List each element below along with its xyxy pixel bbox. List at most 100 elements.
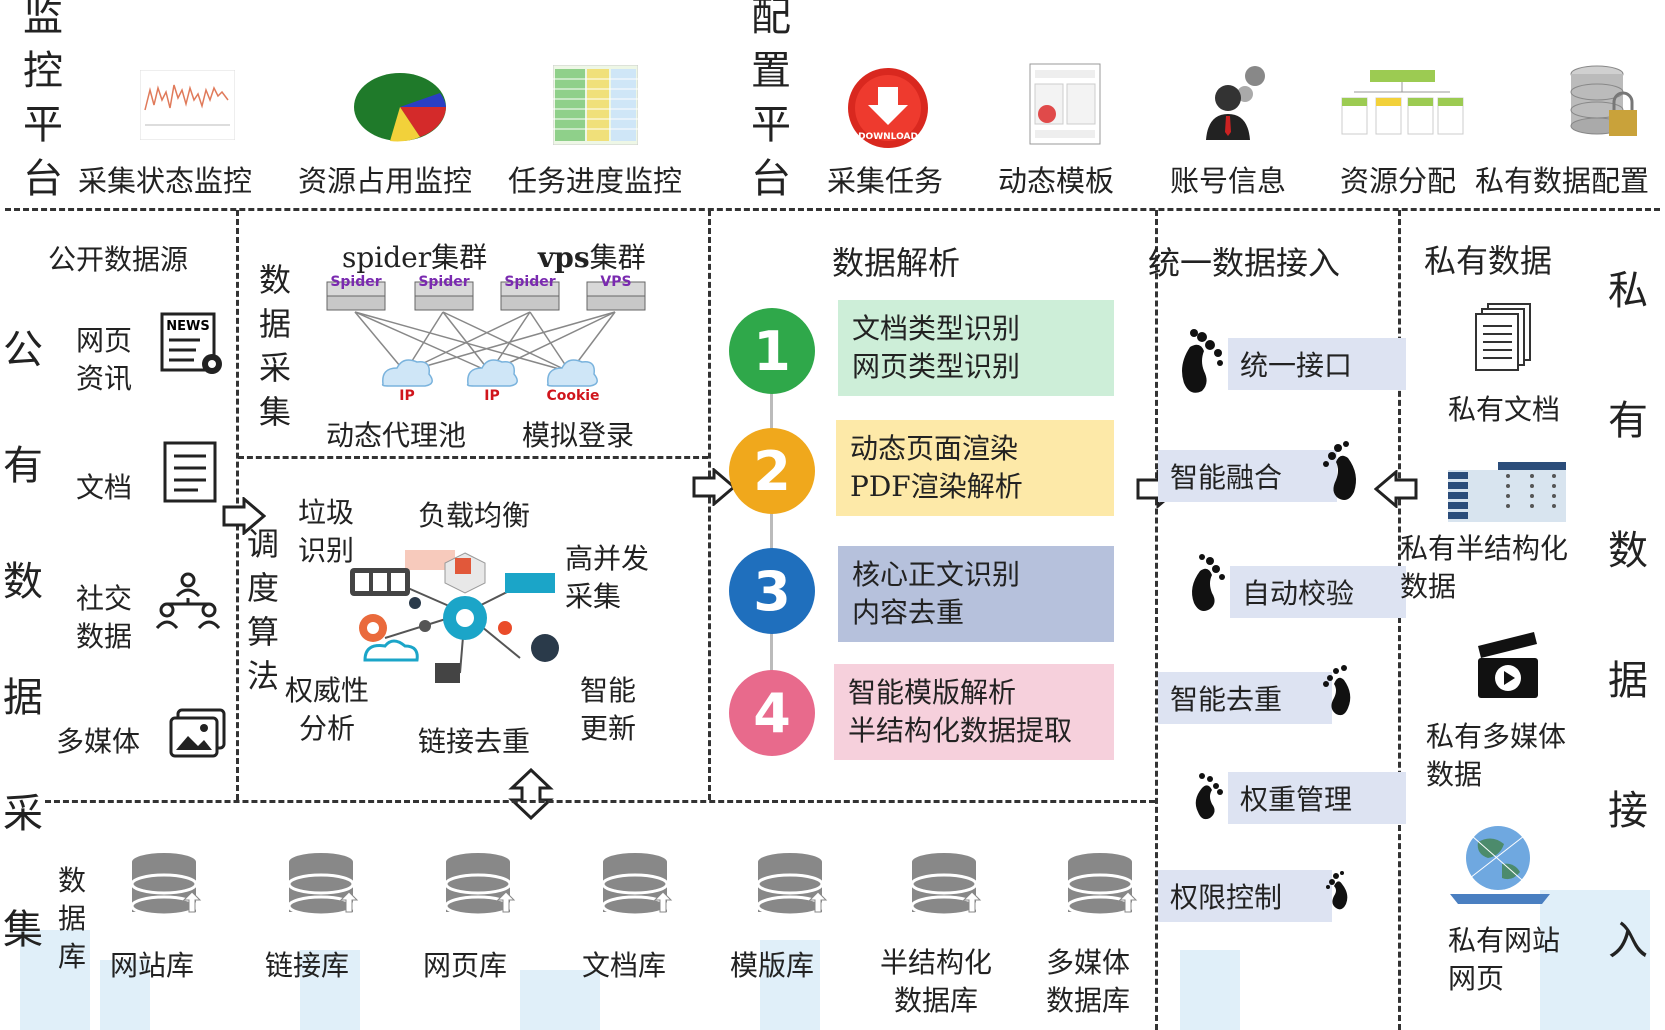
resource-allocation-icon	[1341, 70, 1464, 135]
account-icon	[1206, 66, 1265, 140]
database-icon	[444, 853, 516, 917]
document-icon	[163, 441, 217, 503]
dedup-label: 链接去重	[418, 725, 531, 758]
monitor-item-progress: 任务进度监控	[508, 164, 683, 198]
server-label: Spider	[418, 274, 469, 290]
garbage-label: 垃圾 识别	[298, 496, 355, 567]
source-divider	[236, 210, 239, 800]
login-label: 模拟登录	[522, 419, 635, 452]
database-icon	[130, 853, 202, 917]
database-icon	[1066, 853, 1138, 917]
private-item-semistructured: 私有半结构化 数据	[1400, 532, 1569, 603]
data-collect-title: 数据采集	[258, 261, 291, 431]
schedule-title: 调度算法	[246, 525, 279, 695]
concurrency-label: 高并发 采集	[565, 542, 650, 613]
db-item-media: 多媒体 数据库	[1046, 946, 1131, 1017]
private-item-doc: 私有文档	[1448, 393, 1561, 426]
unified-item-fusion: 智能融合	[1158, 450, 1337, 502]
database-icon	[601, 853, 673, 917]
step-2-badge: 2	[729, 428, 815, 514]
config-item-account: 账号信息	[1170, 164, 1287, 198]
arrow-collect-to-parse	[692, 468, 736, 506]
step-4-badge: 4	[729, 670, 815, 756]
footprint-icon	[1195, 773, 1223, 820]
server-label: Spider	[504, 274, 555, 290]
server-label: VPS	[600, 274, 631, 290]
monitor-item-status: 采集状态监控	[78, 164, 253, 198]
arrow-private-to-unified	[1374, 470, 1418, 508]
image-icon	[169, 708, 226, 758]
private-document-icon	[1475, 303, 1531, 371]
top-divider	[5, 208, 1660, 211]
proxy-pool-label: 动态代理池	[326, 419, 467, 452]
monitor-item-resource: 资源占用监控	[298, 164, 473, 198]
monitor-platform-title: 监控平台	[23, 0, 63, 202]
database-title: 数据库	[57, 864, 86, 973]
unified-title: 统一数据接入	[1148, 244, 1341, 282]
download-icon: DOWNLOAD	[848, 68, 928, 148]
collect-right-divider	[708, 210, 711, 800]
parse-right-divider	[1155, 210, 1158, 1030]
source-doc-label: 文档	[76, 471, 133, 504]
step-4-box: 智能模版解析半结构化数据提取	[834, 664, 1114, 760]
db-item-page: 网页库	[423, 949, 508, 982]
private-item-web: 私有网站 网页	[1448, 924, 1561, 995]
authority-label: 权威性 分析	[285, 674, 370, 745]
footprint-icon	[1326, 871, 1348, 910]
collect-mid-divider	[238, 456, 708, 459]
clapperboard-icon	[1478, 632, 1538, 698]
city-background	[20, 890, 1650, 1030]
footprint-icon	[1323, 665, 1351, 716]
private-database-lock-icon	[1570, 65, 1637, 136]
template-icon	[1029, 63, 1101, 145]
update-label: 智能 更新	[580, 674, 637, 745]
cloud-label: IP	[484, 388, 499, 404]
db-item-site: 网站库	[110, 949, 195, 982]
cluster-network-diagram: Spider Spider Spider VPS IP IP Cookie	[326, 274, 646, 404]
db-item-template: 模版库	[730, 949, 815, 982]
unified-item-dedup: 智能去重	[1158, 672, 1332, 724]
server-label: Spider	[330, 274, 381, 290]
footprint-icon	[1192, 554, 1225, 611]
config-item-template: 动态模板	[998, 164, 1115, 198]
parse-title: 数据解析	[832, 244, 961, 282]
public-source-title: 公开数据源	[48, 243, 189, 276]
collect-bottom-divider	[45, 800, 1155, 803]
config-item-resource: 资源分配	[1340, 164, 1457, 198]
step-3-box: 核心正文识别内容去重	[838, 546, 1114, 642]
spider-cluster-label: spider集群	[342, 241, 488, 274]
parse-timeline	[770, 350, 773, 720]
footprint-icon	[1182, 329, 1223, 393]
svg-text:DOWNLOAD: DOWNLOAD	[858, 132, 918, 142]
unified-item-permission: 权限控制	[1158, 870, 1332, 922]
news-icon: NEWS	[160, 312, 222, 374]
arrow-updown	[508, 768, 554, 820]
unified-item-interface: 统一接口	[1228, 338, 1406, 390]
public-collect-title: 公有数据采集	[3, 327, 43, 953]
arrow-source-to-collect	[222, 497, 266, 535]
database-icon	[287, 853, 359, 917]
cloud-icon	[381, 359, 598, 387]
config-item-task: 采集任务	[827, 164, 944, 198]
cloud-label: Cookie	[546, 388, 599, 404]
private-data-title: 私有数据	[1424, 242, 1553, 280]
social-icon	[155, 572, 221, 630]
source-media-label: 多媒体	[56, 725, 141, 758]
database-icon	[910, 853, 982, 917]
vps-cluster-label: vps集群	[538, 241, 646, 274]
private-access-title: 私有数据接入	[1608, 268, 1648, 964]
line-chart-icon	[140, 70, 235, 140]
step-1-box: 文档类型识别网页类型识别	[838, 300, 1114, 396]
source-social-label: 社交 数据	[76, 582, 133, 653]
private-table-icon	[1448, 462, 1566, 522]
step-1-badge: 1	[729, 308, 815, 394]
schedule-network-icon	[350, 550, 559, 683]
globe-icon	[1450, 826, 1550, 904]
database-icon	[756, 853, 828, 917]
unified-item-check: 自动校验	[1230, 566, 1406, 618]
db-item-link: 链接库	[265, 949, 350, 982]
step-3-badge: 3	[729, 548, 815, 634]
config-item-private: 私有数据配置	[1475, 164, 1650, 198]
config-platform-title: 配置平台	[751, 0, 791, 202]
pie-chart-icon	[354, 73, 446, 142]
